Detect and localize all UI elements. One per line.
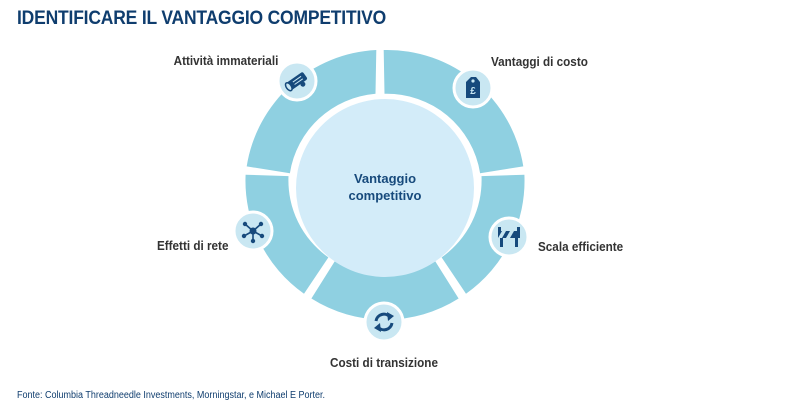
label-scala-efficiente: Scala efficiente bbox=[538, 239, 624, 254]
ring-segment bbox=[311, 261, 459, 320]
diploma-icon bbox=[284, 72, 307, 92]
center-label-line1: Vantaggio bbox=[354, 171, 416, 186]
ring-segment bbox=[441, 174, 525, 294]
ring-segments bbox=[245, 49, 525, 320]
center-label-line2: competitivo bbox=[349, 188, 422, 203]
pound-price-tag-icon: £ bbox=[466, 77, 480, 98]
ring-segment bbox=[245, 174, 329, 294]
node-effetti-di-rete bbox=[232, 210, 274, 252]
svg-text:£: £ bbox=[470, 86, 476, 97]
center-circle bbox=[296, 99, 474, 277]
node-costi-di-transizione bbox=[363, 301, 405, 343]
cycle-arrows-icon bbox=[374, 312, 394, 332]
node-vantaggi-di-costo: £ bbox=[452, 67, 494, 109]
node-scala-efficiente bbox=[488, 216, 530, 258]
ring-segment bbox=[246, 50, 377, 174]
ring-segment bbox=[383, 49, 524, 174]
barrier-icon bbox=[498, 227, 520, 247]
page-title: IDENTIFICARE IL VANTAGGIO COMPETITIVO bbox=[17, 8, 387, 29]
source-note: Fonte: Columbia Threadneedle Investments… bbox=[17, 390, 325, 401]
label-effetti-di-rete: Effetti di rete bbox=[156, 238, 228, 253]
network-icon bbox=[241, 221, 265, 244]
label-costi-di-transizione: Costi di transizione bbox=[330, 355, 438, 370]
node-attivita-immateriali bbox=[276, 60, 318, 102]
label-attivita-immateriali: Attività immateriali bbox=[173, 53, 278, 68]
label-vantaggi-di-costo: Vantaggi di costo bbox=[491, 54, 588, 69]
